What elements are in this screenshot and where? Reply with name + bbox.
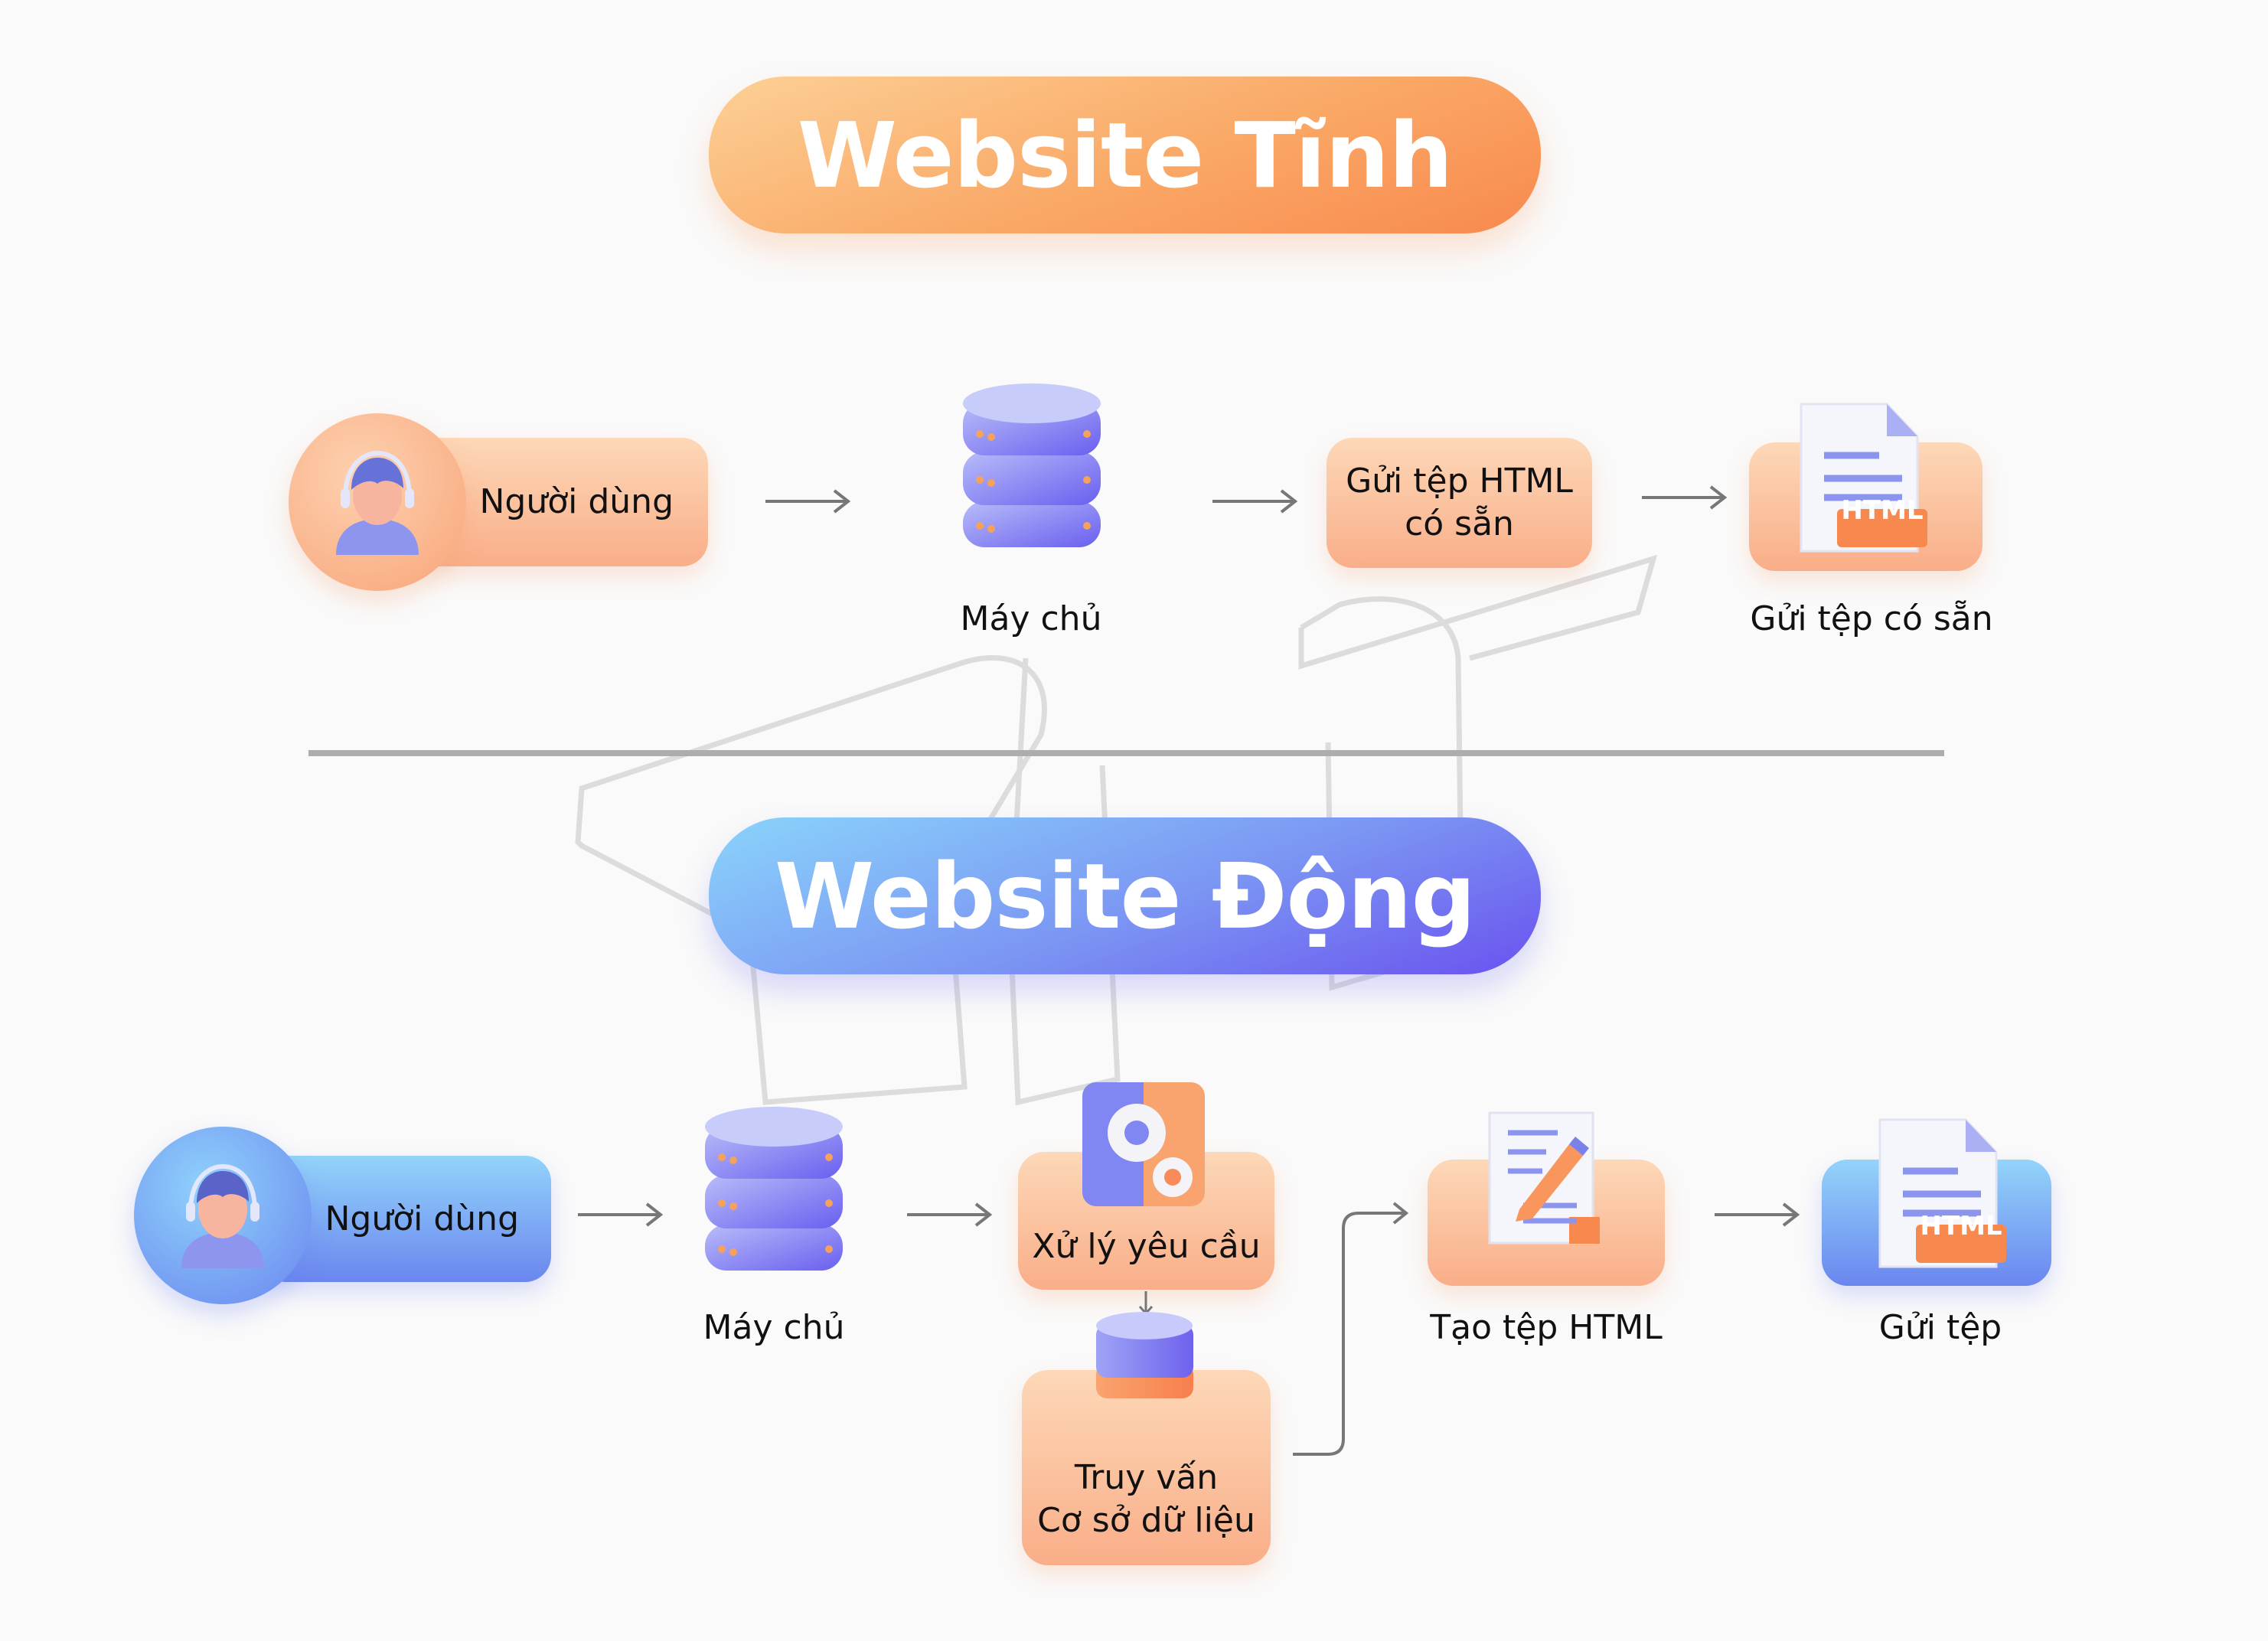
process-request-label: Xử lý yêu cầu (1032, 1227, 1261, 1266)
send-file-label: Gửi tệp (1878, 1308, 2002, 1347)
arrow-right-icon (1212, 489, 1298, 514)
query-database-line2: Cơ sở dữ liệu (1037, 1501, 1255, 1540)
arrow-right-icon (1715, 1202, 1800, 1227)
dynamic-user-label: Người dùng (325, 1199, 520, 1238)
html-file-icon (1800, 403, 1927, 553)
static-server-label: Máy chủ (960, 599, 1102, 638)
section-divider (308, 750, 1944, 756)
static-send-html-line2: có sẵn (1405, 504, 1514, 543)
arrow-right-icon (907, 1202, 993, 1227)
arrow-right-icon (1642, 485, 1728, 510)
create-html-label: Tạo tệp HTML (1430, 1308, 1663, 1347)
static-user-avatar (289, 413, 466, 591)
dynamic-server-icon (705, 1107, 843, 1271)
arrow-right-icon (765, 489, 851, 514)
html-file-icon (1878, 1118, 2006, 1268)
connector-arrow-icon (1293, 1202, 1409, 1456)
edit-document-icon (1488, 1111, 1600, 1245)
static-user-label: Người dùng (479, 482, 674, 521)
user-headset-icon (336, 450, 419, 555)
query-database-line1: Truy vấn (1074, 1458, 1219, 1497)
dynamic-user-avatar (134, 1127, 312, 1304)
static-send-html-node: Gửi tệp HTML có sẵn (1327, 438, 1592, 568)
arrow-right-icon (578, 1202, 664, 1227)
static-send-html-line1: Gửi tệp HTML (1346, 462, 1573, 501)
html-badge: HTML (1841, 495, 1924, 526)
html-badge: HTML (1920, 1211, 2002, 1241)
dynamic-website-title: Website Động (709, 817, 1541, 974)
static-server-icon (963, 383, 1101, 547)
static-website-title: Website Tĩnh (709, 77, 1541, 233)
query-database-node: Truy vấn Cơ sở dữ liệu (1022, 1370, 1271, 1565)
database-icon (1096, 1312, 1193, 1398)
user-headset-icon (181, 1163, 264, 1268)
dynamic-server-label: Máy chủ (703, 1308, 845, 1347)
static-file-label: Gửi tệp có sẵn (1750, 599, 1993, 638)
gears-icon (1082, 1082, 1205, 1206)
